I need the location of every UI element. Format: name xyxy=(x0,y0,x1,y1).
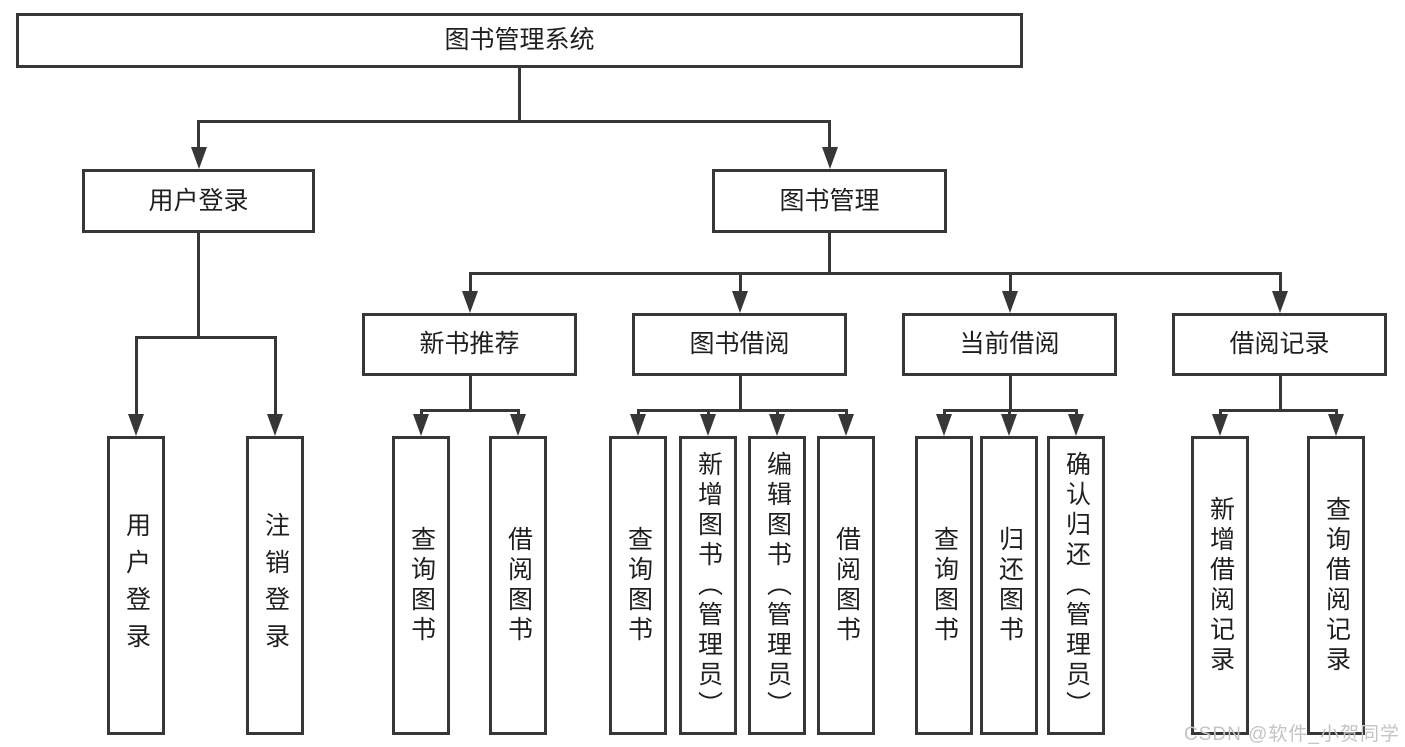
arrow-down-icon xyxy=(1001,414,1017,436)
arrow-down-icon xyxy=(732,291,748,313)
connector-line xyxy=(1278,376,1282,412)
connector-line xyxy=(1218,409,1338,412)
arrow-down-icon xyxy=(413,414,429,436)
arrow-down-icon xyxy=(267,414,283,436)
node-new-book-recommendation: 新书推荐 xyxy=(362,313,577,376)
connector-line xyxy=(738,376,742,412)
node-book-borrowing: 图书借阅 xyxy=(632,313,847,376)
connector-line xyxy=(636,409,848,412)
connector-line xyxy=(844,409,848,417)
leaf-user-login: 用户登录 xyxy=(107,436,165,735)
arrow-down-icon xyxy=(462,291,478,313)
connector-line xyxy=(738,272,742,293)
connector-line xyxy=(134,336,277,339)
node-library-management-system: 图书管理系统 xyxy=(16,13,1023,68)
connector-line xyxy=(1218,409,1222,417)
arrow-down-icon xyxy=(821,147,838,169)
leaf-add-books-admin: 新增图书（管理员） xyxy=(679,436,737,735)
connector-line xyxy=(1334,409,1338,417)
connector-line xyxy=(419,409,423,417)
connector-line xyxy=(273,336,277,416)
leaf-edit-books-admin: 编辑图书（管理员） xyxy=(748,436,806,735)
arrow-down-icon xyxy=(769,414,785,436)
connector-line xyxy=(134,336,138,416)
connector-line xyxy=(197,120,200,149)
connector-line xyxy=(828,233,831,275)
leaf-logout: 注销登录 xyxy=(246,436,304,735)
leaf-query-borrow-record: 查询借阅记录 xyxy=(1307,436,1365,735)
leaf-borrow-books: 借阅图书 xyxy=(489,436,547,735)
connector-line xyxy=(197,120,831,123)
arrow-down-icon xyxy=(1212,414,1228,436)
arrow-down-icon xyxy=(1068,414,1084,436)
node-current-borrowing: 当前借阅 xyxy=(902,313,1117,376)
arrow-down-icon xyxy=(936,414,952,436)
arrow-down-icon xyxy=(838,414,854,436)
arrow-down-icon xyxy=(630,414,646,436)
connector-line xyxy=(468,272,1282,275)
connector-line xyxy=(468,376,472,412)
connector-line xyxy=(1074,409,1078,417)
node-borrowing-records: 借阅记录 xyxy=(1172,313,1387,376)
connector-line xyxy=(1278,272,1282,293)
arrow-down-icon xyxy=(1328,414,1344,436)
connector-line xyxy=(468,272,472,293)
arrow-down-icon xyxy=(1002,291,1018,313)
arrow-down-icon xyxy=(190,147,207,169)
arrow-down-icon xyxy=(1272,291,1288,313)
leaf-query-books: 查询图书 xyxy=(392,436,450,735)
connector-line xyxy=(942,409,946,417)
leaf-confirm-return-admin: 确认归还（管理员） xyxy=(1047,436,1105,735)
connector-line xyxy=(1008,272,1012,293)
connector-line xyxy=(197,233,200,338)
csdn-watermark: CSDN @软件_小贺同学 xyxy=(1184,724,1400,745)
connector-line xyxy=(518,68,521,120)
leaf-add-borrow-record: 新增借阅记录 xyxy=(1191,436,1249,735)
arrow-down-icon xyxy=(128,414,144,436)
node-user-login: 用户登录 xyxy=(82,169,315,233)
connector-line xyxy=(775,409,779,417)
arrow-down-icon xyxy=(700,414,716,436)
connector-line xyxy=(706,409,710,417)
connector-line xyxy=(636,409,640,417)
leaf-query-books: 查询图书 xyxy=(609,436,667,735)
connector-line xyxy=(828,120,831,149)
leaf-return-books: 归还图书 xyxy=(980,436,1038,735)
node-book-management: 图书管理 xyxy=(712,169,947,233)
connector-line xyxy=(516,409,520,417)
connector-line xyxy=(419,409,520,412)
leaf-query-books: 查询图书 xyxy=(915,436,973,735)
connector-line xyxy=(1007,409,1011,417)
connector-line xyxy=(1008,376,1012,412)
leaf-borrow-books: 借阅图书 xyxy=(817,436,875,735)
arrow-down-icon xyxy=(510,414,526,436)
